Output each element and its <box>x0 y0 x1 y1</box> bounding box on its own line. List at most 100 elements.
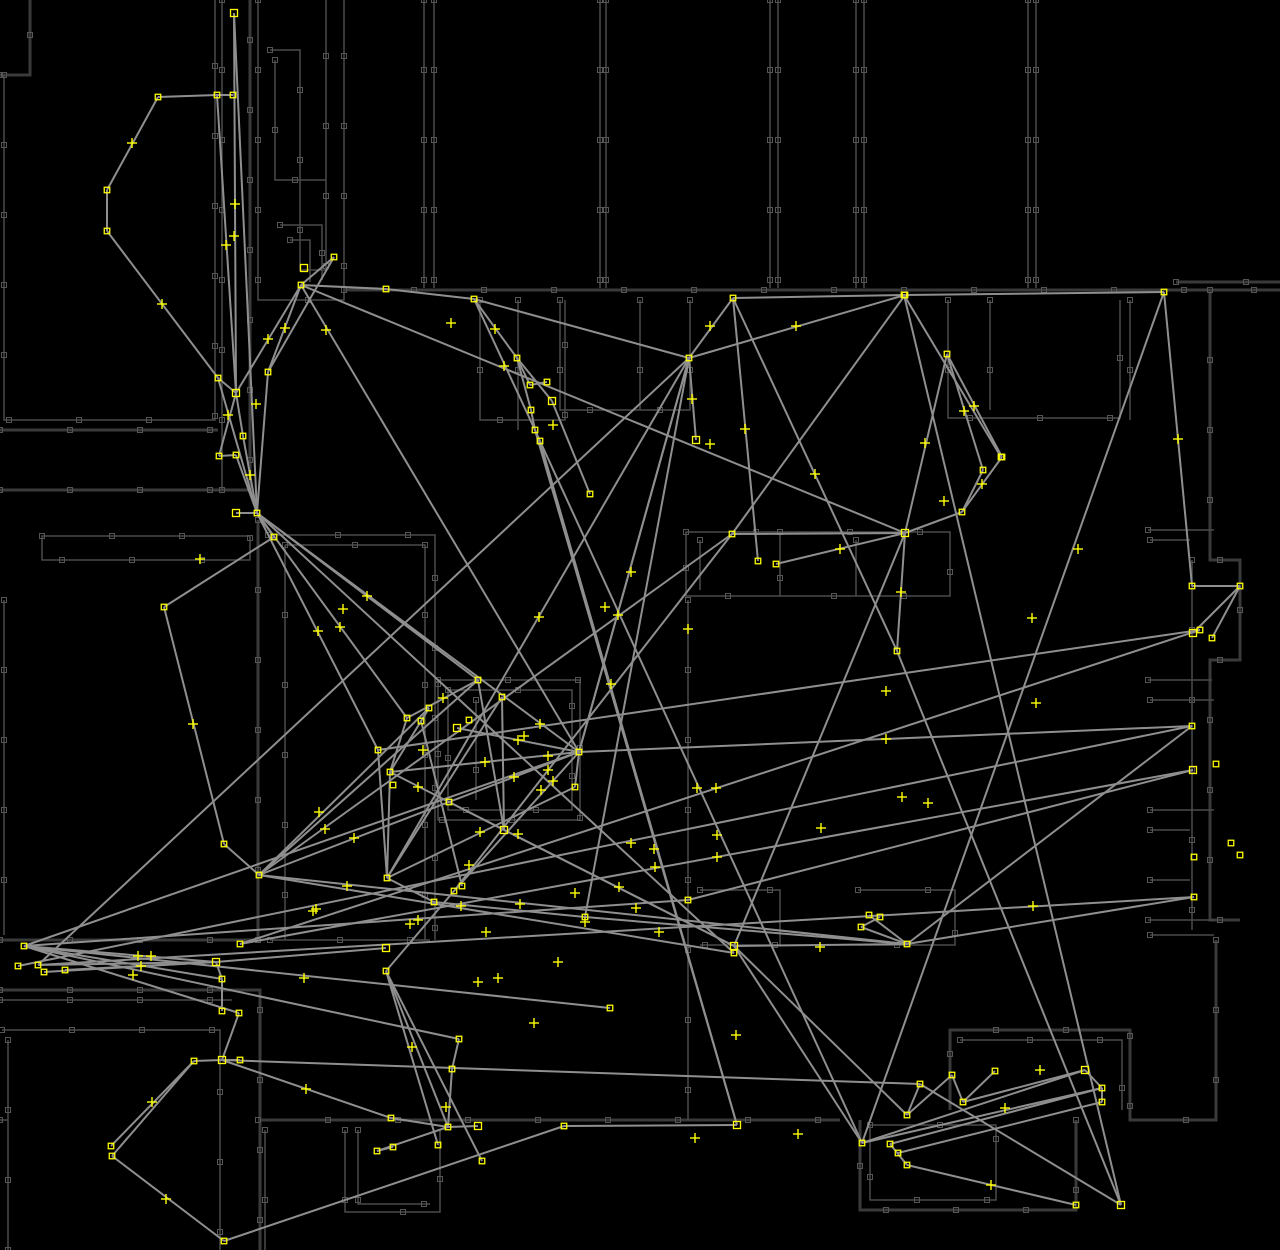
graph-edge <box>862 292 1164 1143</box>
graph-edge <box>452 1039 459 1069</box>
edge-midpoint-marker <box>473 977 483 987</box>
edge-midpoint-marker <box>536 785 546 795</box>
edge-midpoint-marker <box>881 686 891 696</box>
graph-edge <box>564 1125 737 1126</box>
graph-edge <box>454 534 732 891</box>
graph-edge <box>378 750 387 878</box>
edge-midpoint-marker <box>1173 434 1183 444</box>
edge-midpoint-marker <box>529 1018 539 1028</box>
graph-edge <box>920 1084 1121 1205</box>
edge-midpoint-marker <box>481 927 491 937</box>
graph-edge <box>733 295 905 298</box>
edge-midpoint-marker <box>687 394 697 404</box>
graph-edge <box>962 470 983 512</box>
graph-node[interactable] <box>1213 761 1219 767</box>
graph-edge <box>240 630 1200 944</box>
edge-midpoint-marker <box>338 604 348 614</box>
graph-edge <box>734 946 862 1143</box>
edge-midpoint-marker <box>923 798 933 808</box>
edge-midpoint-marker <box>1028 901 1038 911</box>
graph-edge <box>907 1075 952 1115</box>
graph-edge <box>164 607 224 844</box>
graph-edge <box>905 512 962 533</box>
edge-midpoint-marker <box>740 424 750 434</box>
edge-midpoint-marker <box>230 199 240 209</box>
graph-edge <box>952 1075 963 1102</box>
edge-midpoint-marker <box>1035 1065 1045 1075</box>
graph-edge <box>688 770 1193 900</box>
edge-midpoint-marker <box>543 751 553 761</box>
edge-midpoint-marker <box>229 231 239 241</box>
edge-midpoint-marker <box>986 1180 996 1190</box>
edge-midpoint-marker <box>650 862 660 872</box>
edge-midpoint-marker <box>793 1129 803 1139</box>
edge-midpoint-marker <box>188 719 198 729</box>
graph-edge <box>579 358 689 752</box>
edge-midpoint-marker <box>600 602 610 612</box>
graph-edge <box>158 95 217 97</box>
edge-midpoint-marker <box>959 406 969 416</box>
edge-midpoint-marker <box>1031 698 1041 708</box>
graph-edge <box>732 533 905 534</box>
edge-midpoint-marker <box>493 973 503 983</box>
edge-midpoint-marker <box>881 734 891 744</box>
edge-midpoint-marker <box>548 420 558 430</box>
graph-edge <box>1193 586 1240 633</box>
edge-midpoint-marker <box>897 792 907 802</box>
edge-midpoint-marker <box>815 942 825 952</box>
graph-edge <box>540 441 862 1143</box>
edge-midpoint-marker <box>513 829 523 839</box>
edge-midpoint-marker <box>683 624 693 634</box>
graph-edge <box>689 298 733 358</box>
graph-edge <box>421 721 462 886</box>
edge-midpoint-marker <box>446 318 456 328</box>
graph-nodes <box>15 10 1243 1244</box>
graph-node[interactable] <box>1228 840 1234 846</box>
edge-midpoint-marker <box>480 757 490 767</box>
graph-node[interactable] <box>1237 852 1243 858</box>
graph-edge <box>478 680 504 830</box>
edge-midpoint-marker <box>690 1133 700 1143</box>
edge-midpoint-marker <box>810 469 820 479</box>
edge-midpoint-marker <box>349 833 359 843</box>
graph-node[interactable] <box>390 782 396 788</box>
edge-midpoint-marker <box>705 321 715 331</box>
graph-edge <box>448 1126 478 1127</box>
graph-edge <box>535 430 737 1125</box>
edge-midpoint-marker <box>835 544 845 554</box>
edge-midpoint-marker <box>1027 613 1037 623</box>
edge-midpoint-marker <box>314 807 324 817</box>
edge-midpoint-marker <box>712 830 722 840</box>
graph-edge <box>24 752 579 946</box>
edge-midpoint-marker <box>515 899 525 909</box>
edge-midpoint-marker <box>816 823 826 833</box>
edge-midpoint-marker <box>731 1030 741 1040</box>
graph-edge <box>236 393 243 436</box>
edge-midpoint-marker <box>580 917 590 927</box>
graph-edge <box>386 971 448 1127</box>
edge-midpoint-marker <box>711 783 721 793</box>
edge-midpoint-marker <box>280 323 290 333</box>
graph-edge <box>1212 586 1240 638</box>
edge-midpoint-marker <box>791 321 801 331</box>
graph-edge <box>862 1070 1085 1143</box>
edge-midpoint-marker <box>553 957 563 967</box>
graph-edge <box>474 299 689 358</box>
edge-midpoint-marker <box>301 1084 311 1094</box>
edge-midpoint-marker <box>705 439 715 449</box>
graph-edge <box>257 372 268 513</box>
graph-edge <box>259 752 579 875</box>
edge-midpoint-marker <box>570 888 580 898</box>
graph-edge <box>24 946 610 1008</box>
graph-edge <box>257 513 407 718</box>
graph-edge <box>734 946 907 1115</box>
edge-midpoint-marker <box>712 852 722 862</box>
edge-midpoint-marker <box>939 496 949 506</box>
graph-edges <box>18 13 1240 1241</box>
graph-edge <box>224 1126 564 1241</box>
graph-edge <box>194 1060 222 1061</box>
graph-edge <box>222 1013 239 1060</box>
